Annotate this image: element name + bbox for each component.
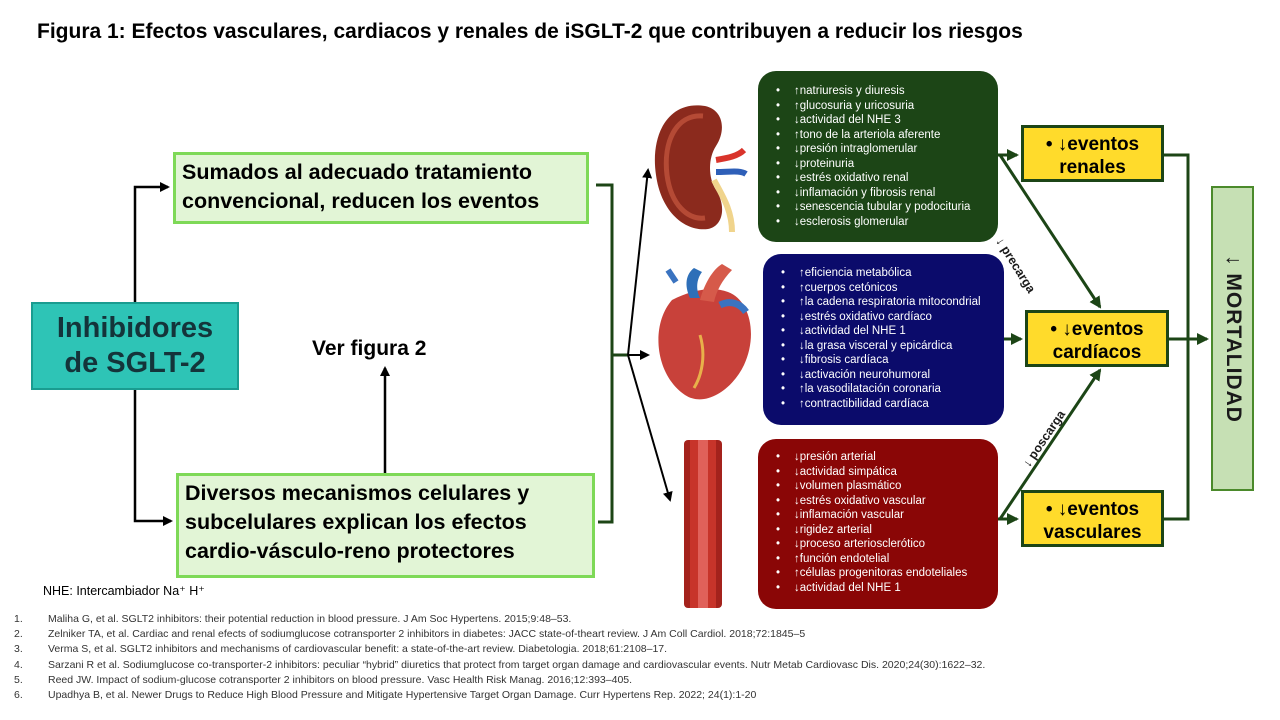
heart-icon — [658, 264, 751, 400]
references-list: 1. Maliha G, et al. SGLT2 inhibitors: the… — [14, 612, 985, 703]
nhe-footnote: NHE: Intercambiador Na⁺ H⁺ — [43, 584, 205, 598]
reference-number: 5. — [14, 673, 23, 686]
vascular-item: ↓presión arterial — [764, 450, 990, 465]
brace-top — [596, 183, 628, 357]
reference-text: Zelniker TA, et al. Cardiac and renal ef… — [48, 628, 806, 641]
cardiac-item: ↓actividad del NHE 1 — [769, 324, 996, 339]
mortality-box: ↓ MORTALIDAD — [1211, 186, 1254, 491]
cardiac-events-line1: • ↓eventos — [1050, 319, 1144, 340]
reference-text: Reed JW. Impact of sodium-glucose cotran… — [48, 673, 633, 686]
cardiac-item: ↑eficiencia metabólica — [769, 266, 996, 281]
renal-item: ↓inflamación y fibrosis renal — [764, 186, 990, 201]
brace-bottom — [598, 355, 614, 524]
renal-item: ↑glucosuria y uricosuria — [764, 99, 990, 114]
reference-item: 3. Verma S, et al. SGLT2 inhibitors and m… — [14, 642, 985, 657]
mortality-label: ↓ MORTALIDAD — [1221, 254, 1245, 423]
cardiac-item: ↓estrés oxidativo cardíaco — [769, 310, 996, 325]
renal-events-box: • ↓eventos renales — [1021, 125, 1164, 182]
cardiac-item: ↓la grasa visceral y epicárdica — [769, 339, 996, 354]
arrow-precarga — [998, 154, 1102, 309]
reference-number: 3. — [14, 643, 23, 656]
cardiac-item: ↑la vasodilatación coronaria — [769, 382, 996, 397]
kidney-icon — [654, 105, 748, 233]
reference-item: 5. Reed JW. Impact of sodium-glucose cotr… — [14, 673, 985, 688]
vascular-item: ↓actividad simpática — [764, 465, 990, 480]
cardiac-effects-panel: ↑eficiencia metabólica ↑cuerpos cetónico… — [763, 254, 1004, 425]
renal-effects-panel: ↑natriuresis y diuresis ↑glucosuria y ur… — [758, 71, 998, 242]
artery-icon — [684, 440, 722, 608]
box-top-line1: Sumados al adecuado tratamiento — [182, 160, 533, 184]
reference-text: Upadhya B, et al. Newer Drugs to Reduce … — [48, 689, 757, 702]
renal-item: ↑natriuresis y diuresis — [764, 84, 990, 99]
vascular-item: ↓proceso arteriosclerótico — [764, 537, 990, 552]
vascular-item: ↓inflamación vascular — [764, 508, 990, 523]
renal-item: ↓estrés oxidativo renal — [764, 171, 990, 186]
renal-item: ↓actividad del NHE 3 — [764, 113, 990, 128]
cardiac-item: ↑la cadena respiratoria mitocondrial — [769, 295, 996, 310]
reference-item: 1. Maliha G, et al. SGLT2 inhibitors: the… — [14, 612, 985, 627]
vascular-item: ↓estrés oxidativo vascular — [764, 494, 990, 509]
renal-item: ↓senescencia tubular y podocituria — [764, 200, 990, 215]
reference-text: Sarzani R et al. Sodiumglucose co-transp… — [48, 658, 986, 671]
arrow-to-kidney — [627, 168, 653, 356]
sglt2-line1: Inhibidores — [56, 312, 214, 344]
reference-number: 2. — [14, 628, 23, 641]
mechanisms-box: Diversos mecanismos celulares y subcelul… — [176, 473, 595, 578]
renal-item: ↓esclerosis glomerular — [764, 215, 990, 230]
ver-figura-link: Ver figura 2 — [312, 337, 427, 360]
cardiac-item: ↑cuerpos cetónicos — [769, 281, 996, 296]
reference-item: 6. Upadhya B, et al. Newer Drugs to Reduc… — [14, 688, 985, 703]
vascular-item: ↓rigidez arterial — [764, 523, 990, 538]
arrow-poscarga — [998, 368, 1102, 520]
renal-item: ↓presión intraglomerular — [764, 142, 990, 157]
cardiac-item: ↓activación neurohumoral — [769, 368, 996, 383]
vascular-events-line1: • ↓eventos — [1045, 499, 1140, 520]
reference-text: Verma S, et al. SGLT2 inhibitors and mec… — [48, 643, 668, 656]
reference-item: 4. Sarzani R et al. Sodiumglucose co-tran… — [14, 658, 985, 673]
box-top-line2: convencional, reducen los eventos — [182, 189, 540, 213]
box-bottom-line1: Diversos mecanismos celulares y — [185, 481, 530, 505]
vascular-events-line2: vasculares — [1043, 522, 1142, 543]
reference-text: Maliha G, et al. SGLT2 inhibitors: their… — [48, 613, 572, 625]
box-bottom-line3: cardio-vásculo-reno protectores — [185, 539, 515, 563]
renal-item: ↑tono de la arteriola aferente — [764, 128, 990, 143]
figure-title: Figura 1: Efectos vasculares, cardiacos … — [37, 20, 1023, 43]
reference-number: 1. — [14, 613, 23, 625]
vascular-item: ↑células progenitoras endoteliales — [764, 566, 990, 581]
cardiac-item: ↑contractibilidad cardíaca — [769, 397, 996, 412]
cardiac-events-box: • ↓eventos cardíacos — [1025, 310, 1169, 367]
vascular-item: ↓actividad del NHE 1 — [764, 581, 990, 596]
renal-events-line2: renales — [1059, 157, 1126, 178]
reference-number: 6. — [14, 689, 23, 702]
vascular-effects-panel: ↓presión arterial ↓actividad simpática ↓… — [758, 439, 998, 609]
vascular-item: ↑función endotelial — [764, 552, 990, 567]
arrow-to-vessel — [627, 354, 673, 502]
conventional-treatment-box: Sumados al adecuado tratamiento convenci… — [173, 152, 589, 224]
cardiac-events-line2: cardíacos — [1052, 342, 1142, 363]
vascular-events-box: • ↓eventos vasculares — [1021, 490, 1164, 547]
cardiac-item: ↓fibrosis cardíaca — [769, 353, 996, 368]
sglt2-inhibitors-box: Inhibidores de SGLT-2 — [31, 302, 239, 390]
reference-item: 2. Zelniker TA, et al. Cardiac and renal … — [14, 627, 985, 642]
box-bottom-line2: subcelulares explican los efectos — [185, 510, 527, 534]
sglt-bracket-top — [133, 182, 170, 302]
sglt-bracket-bottom — [133, 390, 173, 526]
reference-number: 4. — [14, 658, 23, 671]
vascular-item: ↓volumen plasmático — [764, 479, 990, 494]
renal-item: ↓proteinuria — [764, 157, 990, 172]
mortality-bracket — [1164, 153, 1190, 521]
renal-events-line1: • ↓eventos — [1045, 134, 1140, 155]
sglt2-line2: de SGLT-2 — [64, 347, 206, 379]
